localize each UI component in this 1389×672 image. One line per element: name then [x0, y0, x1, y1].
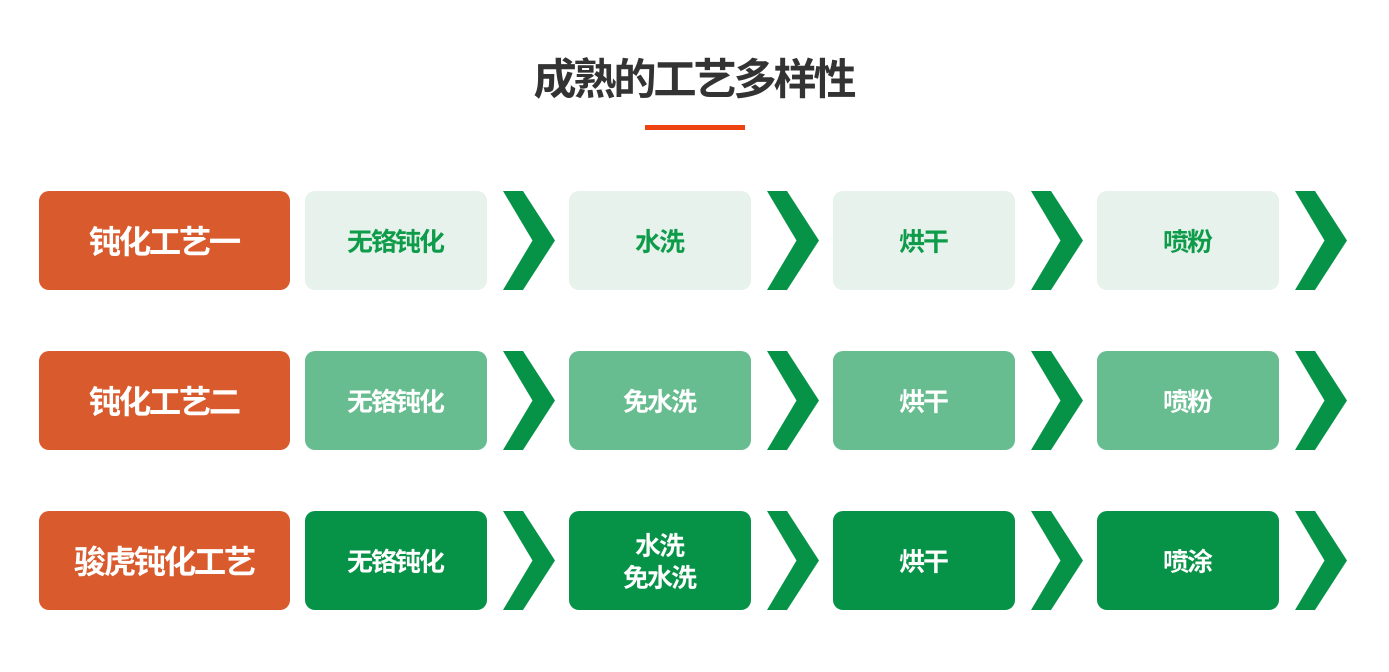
row-3-step-3-box: 烘干	[833, 511, 1015, 610]
chevron-right-icon	[1295, 351, 1347, 450]
process-row-2: 钝化工艺二 无铬钝化 免水洗 烘干 喷粉	[39, 351, 1389, 450]
text-glyphs	[635, 532, 685, 557]
chevron-right-icon	[1031, 351, 1083, 450]
row-1-name-box: 钝化工艺一	[39, 191, 290, 290]
text-glyphs	[533, 56, 855, 99]
chevron-right-icon	[1295, 191, 1347, 290]
text-glyphs	[623, 564, 697, 589]
chevron-right-icon	[767, 511, 819, 610]
text-glyphs	[623, 388, 697, 413]
row-2-step-4-box: 喷粉	[1097, 351, 1279, 450]
row-1-step-4-box: 喷粉	[1097, 191, 1279, 290]
chevron-right-icon	[503, 511, 555, 610]
chevron-right-icon	[1295, 511, 1347, 610]
text-glyphs	[73, 544, 255, 576]
text-glyphs	[88, 385, 239, 416]
text-glyphs	[635, 228, 685, 253]
chevron-right-icon	[1031, 511, 1083, 610]
text-glyphs	[899, 548, 948, 573]
chevron-right-icon	[767, 351, 819, 450]
text-glyphs	[899, 388, 948, 413]
row-2-step-1-box: 无铬钝化	[305, 351, 487, 450]
process-row-1: 钝化工艺一 无铬钝化 水洗 烘干 喷粉	[39, 191, 1389, 290]
row-1-step-1-box: 无铬钝化	[305, 191, 487, 290]
row-3-step-4-box: 喷涂	[1097, 511, 1279, 610]
text-glyphs	[347, 387, 445, 413]
row-2-step-3-box: 烘干	[833, 351, 1015, 450]
page-title: 成熟的工艺多样性	[0, 56, 1389, 99]
text-glyphs	[88, 225, 240, 256]
chevron-right-icon	[767, 191, 819, 290]
row-1-step-3-box: 烘干	[833, 191, 1015, 290]
row-2-name-box: 钝化工艺二	[39, 351, 290, 450]
row-3-step-2-box: 水洗 免水洗	[569, 511, 751, 610]
text-glyphs	[347, 547, 445, 573]
text-glyphs	[899, 228, 948, 253]
process-row-3: 骏虎钝化工艺 无铬钝化 水洗 免水洗 烘干 喷涂	[39, 511, 1389, 610]
row-3-step-1-box: 无铬钝化	[305, 511, 487, 610]
text-glyphs	[1164, 228, 1213, 253]
text-glyphs	[347, 227, 445, 253]
title-accent-underline	[644, 125, 745, 130]
chevron-right-icon	[1031, 191, 1083, 290]
text-glyphs	[1164, 388, 1213, 413]
row-3-name-box: 骏虎钝化工艺	[39, 511, 290, 610]
chevron-right-icon	[503, 191, 555, 290]
text-glyphs	[1164, 548, 1213, 573]
row-2-step-2-box: 免水洗	[569, 351, 751, 450]
chevron-right-icon	[503, 351, 555, 450]
row-1-step-2-box: 水洗	[569, 191, 751, 290]
